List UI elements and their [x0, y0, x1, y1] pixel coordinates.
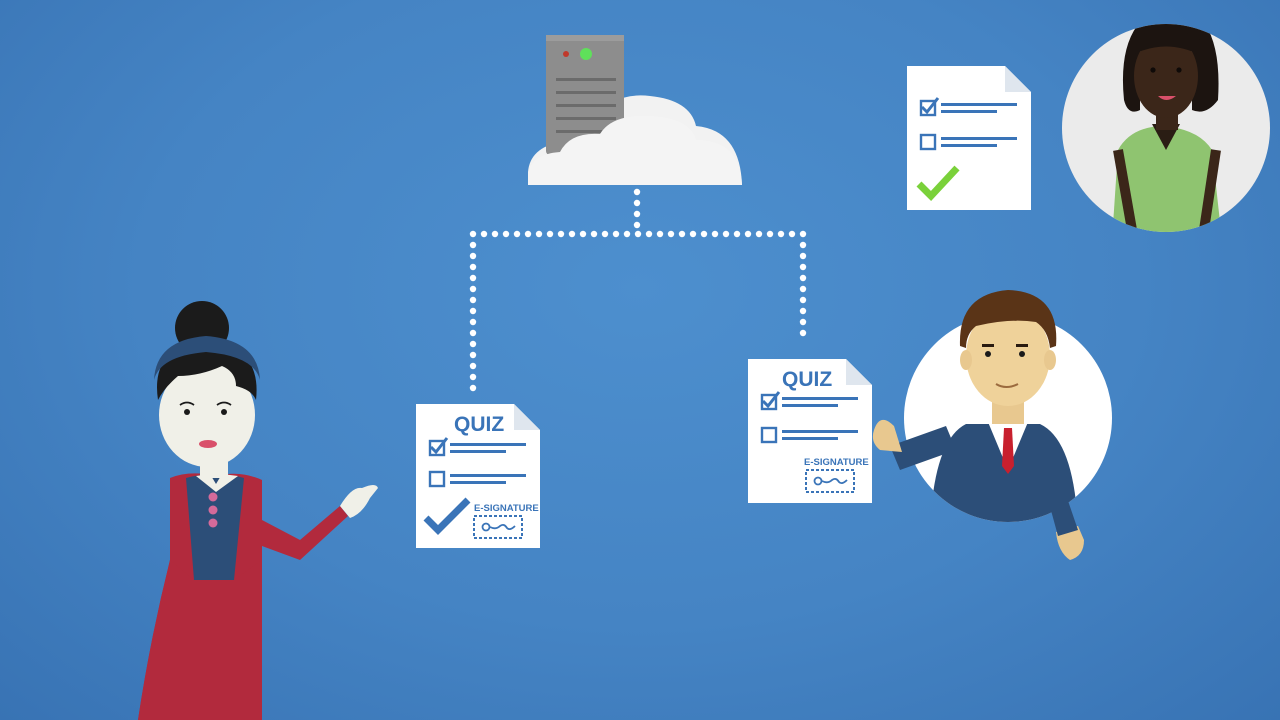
- connector-dot: [799, 307, 807, 315]
- connector-dot: [557, 230, 565, 238]
- connector-dot: [491, 230, 499, 238]
- connector-dot: [469, 263, 477, 271]
- green-check-icon: [916, 165, 960, 202]
- checked-box-icon: [919, 97, 940, 117]
- connector-dot: [744, 230, 752, 238]
- connector-dot: [469, 230, 477, 238]
- connector-dot: [700, 230, 708, 238]
- connector-dot: [623, 230, 631, 238]
- e-signature-label: E-SIGNATURE: [474, 503, 539, 514]
- connector-dot: [601, 230, 609, 238]
- connector-dot: [535, 230, 543, 238]
- connector-dot: [480, 230, 488, 238]
- connector-dot: [469, 329, 477, 337]
- graded-document: [907, 66, 1031, 210]
- connector-dot: [755, 230, 763, 238]
- server-cloud-icon: [528, 35, 742, 185]
- empty-box-icon: [919, 133, 937, 151]
- connector-dot: [633, 188, 641, 196]
- teacher-woman: [138, 301, 378, 720]
- connector-dot: [645, 230, 653, 238]
- connector-dot: [799, 230, 807, 238]
- connector-dot: [722, 230, 730, 238]
- connector-dot: [513, 230, 521, 238]
- connector-dot: [469, 307, 477, 315]
- quiz-document-signed: QUIZ E-SIGNATURE: [416, 404, 540, 548]
- connector-dot: [799, 329, 807, 337]
- connector-dot: [799, 263, 807, 271]
- connector-dot: [799, 274, 807, 282]
- connector-dot: [469, 373, 477, 381]
- network-connector: [469, 188, 807, 392]
- checked-box-icon: [760, 391, 781, 411]
- connector-dot: [678, 230, 686, 238]
- blue-check-icon: [423, 497, 471, 535]
- connector-dot: [788, 230, 796, 238]
- connector-dot: [568, 230, 576, 238]
- connector-dot: [633, 221, 641, 229]
- connector-dot: [469, 296, 477, 304]
- connector-dot: [524, 230, 532, 238]
- connector-dot: [546, 230, 554, 238]
- connector-dot: [612, 230, 620, 238]
- quiz-title: QUIZ: [782, 368, 832, 391]
- connector-dot: [766, 230, 774, 238]
- connector-dot: [469, 362, 477, 370]
- signature-box: [473, 515, 523, 539]
- connector-dot: [733, 230, 741, 238]
- student-man-avatar: [872, 290, 1112, 560]
- signature-box: [805, 469, 855, 493]
- connector-dot: [469, 285, 477, 293]
- connector-dot: [633, 210, 641, 218]
- connector-dot: [590, 230, 598, 238]
- connector-dot: [799, 252, 807, 260]
- connector-dot: [633, 199, 641, 207]
- connector-dot: [469, 241, 477, 249]
- connector-dot: [502, 230, 510, 238]
- quiz-title: QUIZ: [454, 413, 504, 436]
- connector-dot: [469, 318, 477, 326]
- e-signature-label: E-SIGNATURE: [804, 457, 869, 468]
- connector-dot: [689, 230, 697, 238]
- connector-dot: [799, 318, 807, 326]
- connector-dot: [777, 230, 785, 238]
- reviewer-avatar: [1062, 24, 1270, 232]
- checked-box-icon: [428, 437, 449, 457]
- empty-box-icon: [428, 470, 446, 488]
- connector-dot: [469, 340, 477, 348]
- connector-dot: [469, 252, 477, 260]
- connector-dot: [799, 285, 807, 293]
- connector-dot: [667, 230, 675, 238]
- connector-dot: [711, 230, 719, 238]
- connector-dot: [469, 384, 477, 392]
- quiz-document-unsigned: QUIZ E-SIGNATURE: [748, 359, 872, 503]
- connector-dot: [469, 274, 477, 282]
- connector-dot: [634, 230, 642, 238]
- connector-dot: [579, 230, 587, 238]
- connector-dot: [799, 241, 807, 249]
- connector-dot: [469, 351, 477, 359]
- connector-dot: [799, 296, 807, 304]
- connector-dot: [656, 230, 664, 238]
- empty-box-icon: [760, 426, 778, 444]
